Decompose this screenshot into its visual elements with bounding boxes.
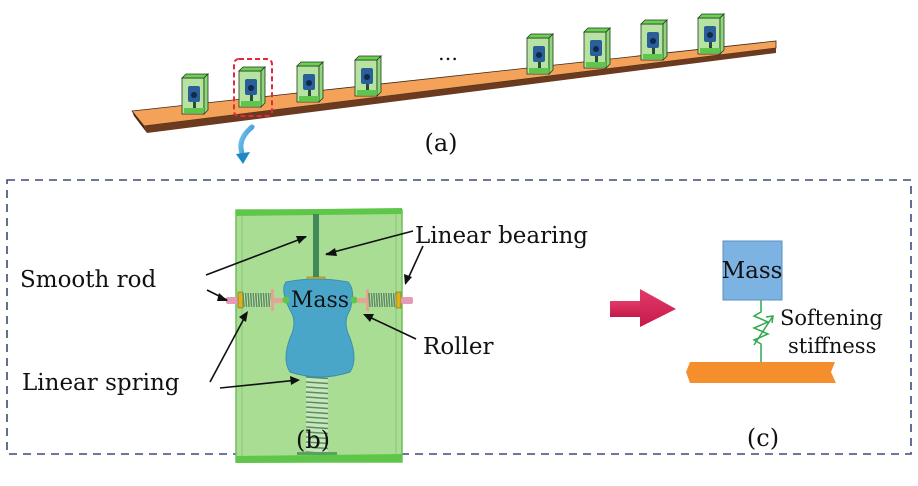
spring-coil [260, 292, 263, 308]
smooth-rod-vertical [313, 214, 319, 278]
spring-coil [305, 386, 329, 390]
spring-coil [390, 292, 393, 308]
label-roller: Roller [423, 334, 493, 360]
resonator [181, 73, 209, 115]
spring-coil [392, 292, 396, 308]
arrowheads [217, 236, 412, 385]
host-beam [131, 40, 777, 133]
spring-coil [305, 406, 329, 410]
spring-coil [368, 292, 371, 308]
spring-coil [247, 292, 250, 308]
equivalence-arrow-icon [610, 289, 676, 327]
spring-coil [305, 431, 329, 435]
spring-coil [380, 292, 384, 308]
resonator-array [181, 13, 725, 115]
spring-coil [305, 381, 329, 385]
spring-coil [262, 292, 266, 308]
label-linear-spring: Linear spring [22, 370, 180, 396]
spring-coil [305, 401, 329, 405]
selected-resonator-highlight [233, 58, 273, 117]
resonator [238, 66, 266, 108]
label-stiffness: stiffness [788, 334, 876, 358]
mass-label-b: Mass [291, 288, 349, 313]
spring-coil [385, 292, 388, 308]
mass-block [722, 240, 783, 301]
spring-coil [305, 421, 329, 425]
label-smooth-rod: Smooth rod [20, 267, 156, 293]
annotation-arrows [205, 230, 424, 389]
right-spring-assembly [350, 289, 413, 311]
resonator [640, 19, 668, 61]
resonator [583, 27, 611, 69]
zoom-arrow-icon [236, 124, 255, 164]
spring-coil [267, 292, 271, 308]
panel-b: Mass Smooth rod Linear bearing Roller Li… [20, 208, 588, 463]
label-linear-bearing: Linear bearing [415, 223, 588, 249]
spring-coil [305, 436, 329, 440]
spring-coil [378, 292, 381, 308]
spring-coil [242, 292, 245, 308]
spring-coil [373, 292, 376, 308]
spring-coil [305, 426, 329, 430]
spring-coil [305, 376, 329, 380]
ground-base [686, 362, 836, 383]
left-spring-assembly [226, 289, 290, 311]
spring-coil [254, 292, 258, 308]
spring-coil [257, 292, 261, 308]
caption-a: (a) [424, 129, 457, 157]
spring-coil [244, 292, 248, 308]
spring-coil [375, 292, 379, 308]
panel-a: … (a) [131, 13, 777, 164]
spring-coil [387, 292, 391, 308]
spring-coil [305, 441, 329, 445]
spring-coil [370, 292, 374, 308]
spring-coil [382, 292, 386, 308]
panel-c: Mass Softening stiffness (c) [686, 240, 883, 452]
caption-c: (c) [747, 424, 779, 452]
ellipsis: … [438, 41, 458, 65]
caption-b: (b) [296, 426, 330, 454]
spring-coil [305, 416, 329, 420]
spring-coil [305, 391, 329, 395]
spring-coil [305, 411, 329, 415]
resonator [296, 61, 324, 103]
spring-coil [265, 292, 268, 308]
softening-spring [752, 300, 774, 362]
detail-frame [6, 179, 912, 455]
resonator [697, 13, 725, 55]
mass-label-c: Mass [722, 258, 783, 284]
spring-coil [305, 446, 329, 450]
spring-coil [305, 396, 329, 400]
spring-coil [252, 292, 255, 308]
label-softening: Softening [780, 306, 883, 330]
resonator [526, 33, 554, 75]
spring-coil [249, 292, 253, 308]
resonator [354, 55, 382, 97]
mass-body [283, 278, 355, 378]
